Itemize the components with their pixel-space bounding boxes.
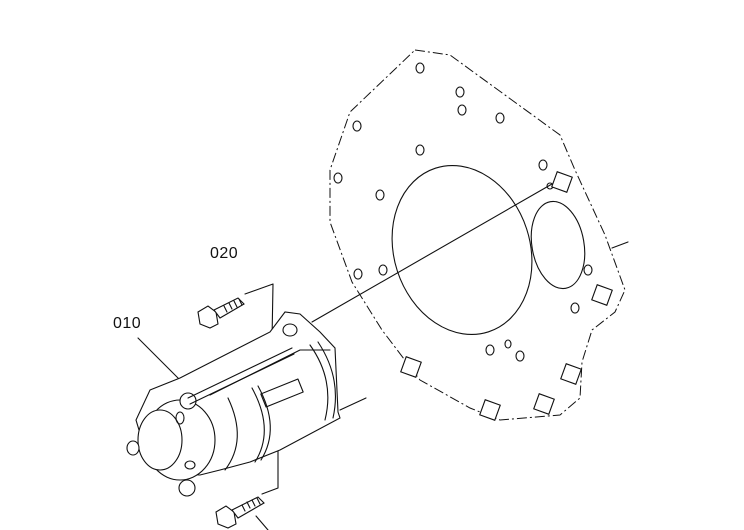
callout-010: 010 [113, 315, 142, 332]
weld-nuts [400, 171, 613, 421]
leader-lines [137, 183, 553, 530]
flywheel-housing-plate [329, 49, 629, 421]
starter-motor [126, 311, 341, 497]
callout-020: 020 [210, 245, 239, 262]
bolt-020 [197, 297, 245, 329]
plate-holes [333, 62, 593, 362]
bolt-lower [215, 496, 265, 529]
